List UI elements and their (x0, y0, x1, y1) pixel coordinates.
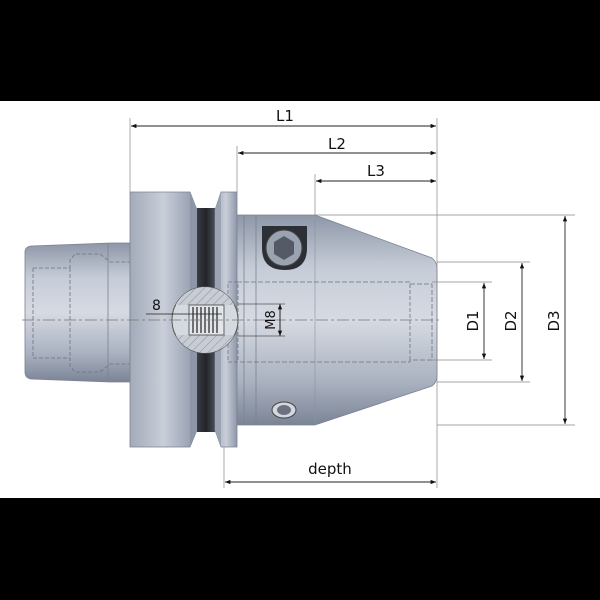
l2-label: L2 (328, 135, 346, 153)
taper-shank (24, 242, 169, 383)
d1-label: D1 (464, 310, 482, 331)
depth-label: depth (308, 460, 352, 478)
d2-label: D2 (502, 310, 520, 331)
extension-lines (129, 118, 575, 488)
top-black-band (0, 0, 600, 101)
m8-dimension (238, 303, 285, 337)
bottom-black-band (0, 498, 600, 600)
l3-label: L3 (367, 162, 385, 180)
set-screw-icon (271, 401, 297, 419)
d3-label: D3 (545, 310, 563, 331)
clamp-screw-icon (262, 226, 307, 270)
thread-detail-label: 8 (152, 298, 161, 314)
l1-label: L1 (276, 107, 294, 125)
m8-label: M8 (264, 310, 279, 330)
